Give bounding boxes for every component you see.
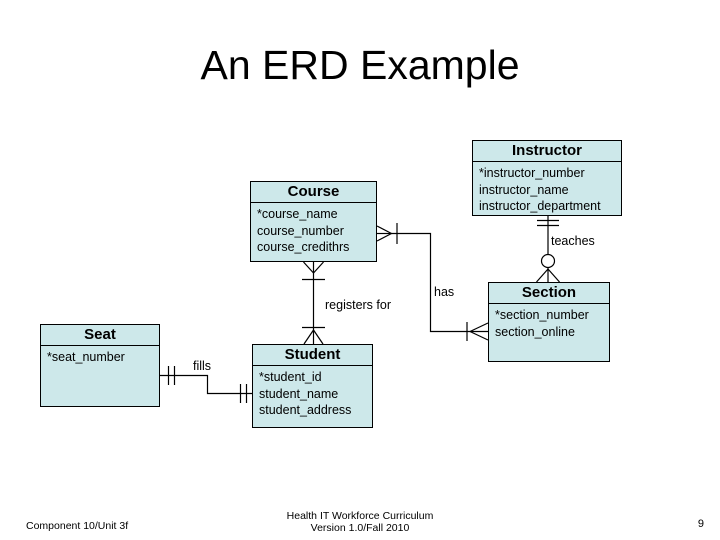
optional-circle-icon [540,253,556,269]
entity-course: Course *course_name course_number course… [250,181,377,262]
entity-instructor-title: Instructor [473,141,621,162]
slide-title: An ERD Example [200,42,520,88]
entity-section: Section *section_number section_online [488,282,610,362]
entity-attribute: *section_number [495,308,589,322]
relationship-label-fills: fills [193,359,212,373]
entity-section-title: Section [489,283,609,304]
entity-attribute: section_online [495,324,575,339]
entity-attribute: *instructor_number [479,166,585,180]
entity-attribute: *seat_number [47,350,125,364]
registers-for-connector [302,261,325,345]
footer-component-unit: Component 10/Unit 3f [26,520,129,532]
entity-course-title: Course [251,182,376,203]
entity-instructor-attributes: *instructor_number instructor_name instr… [473,162,621,215]
entity-seat: Seat *seat_number [40,324,160,407]
footer-curriculum-line1: Health IT Workforce Curriculum [286,510,434,522]
teaches-connector [536,216,560,283]
entity-student: Student *student_id student_name student… [252,344,373,428]
entity-section-attributes: *section_number section_online [489,304,609,340]
entity-attribute: instructor_name [479,182,569,197]
entity-attribute: course_number [257,223,344,238]
page-number: 9 [697,518,704,530]
entity-instructor: Instructor *instructor_number instructor… [472,140,622,216]
fills-connector [160,366,252,403]
entity-attribute: course_credithrs [257,240,350,254]
entity-student-attributes: *student_id student_name student_address [253,366,372,419]
entity-seat-title: Seat [41,325,159,346]
entity-attribute: *course_name [257,207,338,221]
entity-student-title: Student [253,345,372,366]
has-connector [376,223,489,341]
entity-attribute: instructor_department [479,199,601,213]
entity-course-attributes: *course_name course_number course_credit… [251,203,376,256]
entity-attribute: *student_id [259,370,322,384]
relationship-label-registers-for: registers for [325,298,391,312]
entity-attribute: student_name [259,386,339,401]
footer-curriculum-line2: Version 1.0/Fall 2010 [310,521,410,534]
entity-seat-attributes: *seat_number [41,346,159,366]
relationship-label-has: has [434,285,455,299]
entity-attribute: student_address [259,403,352,417]
footer-curriculum: Health IT Workforce Curriculum Version 1… [0,510,720,534]
relationship-label-teaches: teaches [551,234,595,248]
